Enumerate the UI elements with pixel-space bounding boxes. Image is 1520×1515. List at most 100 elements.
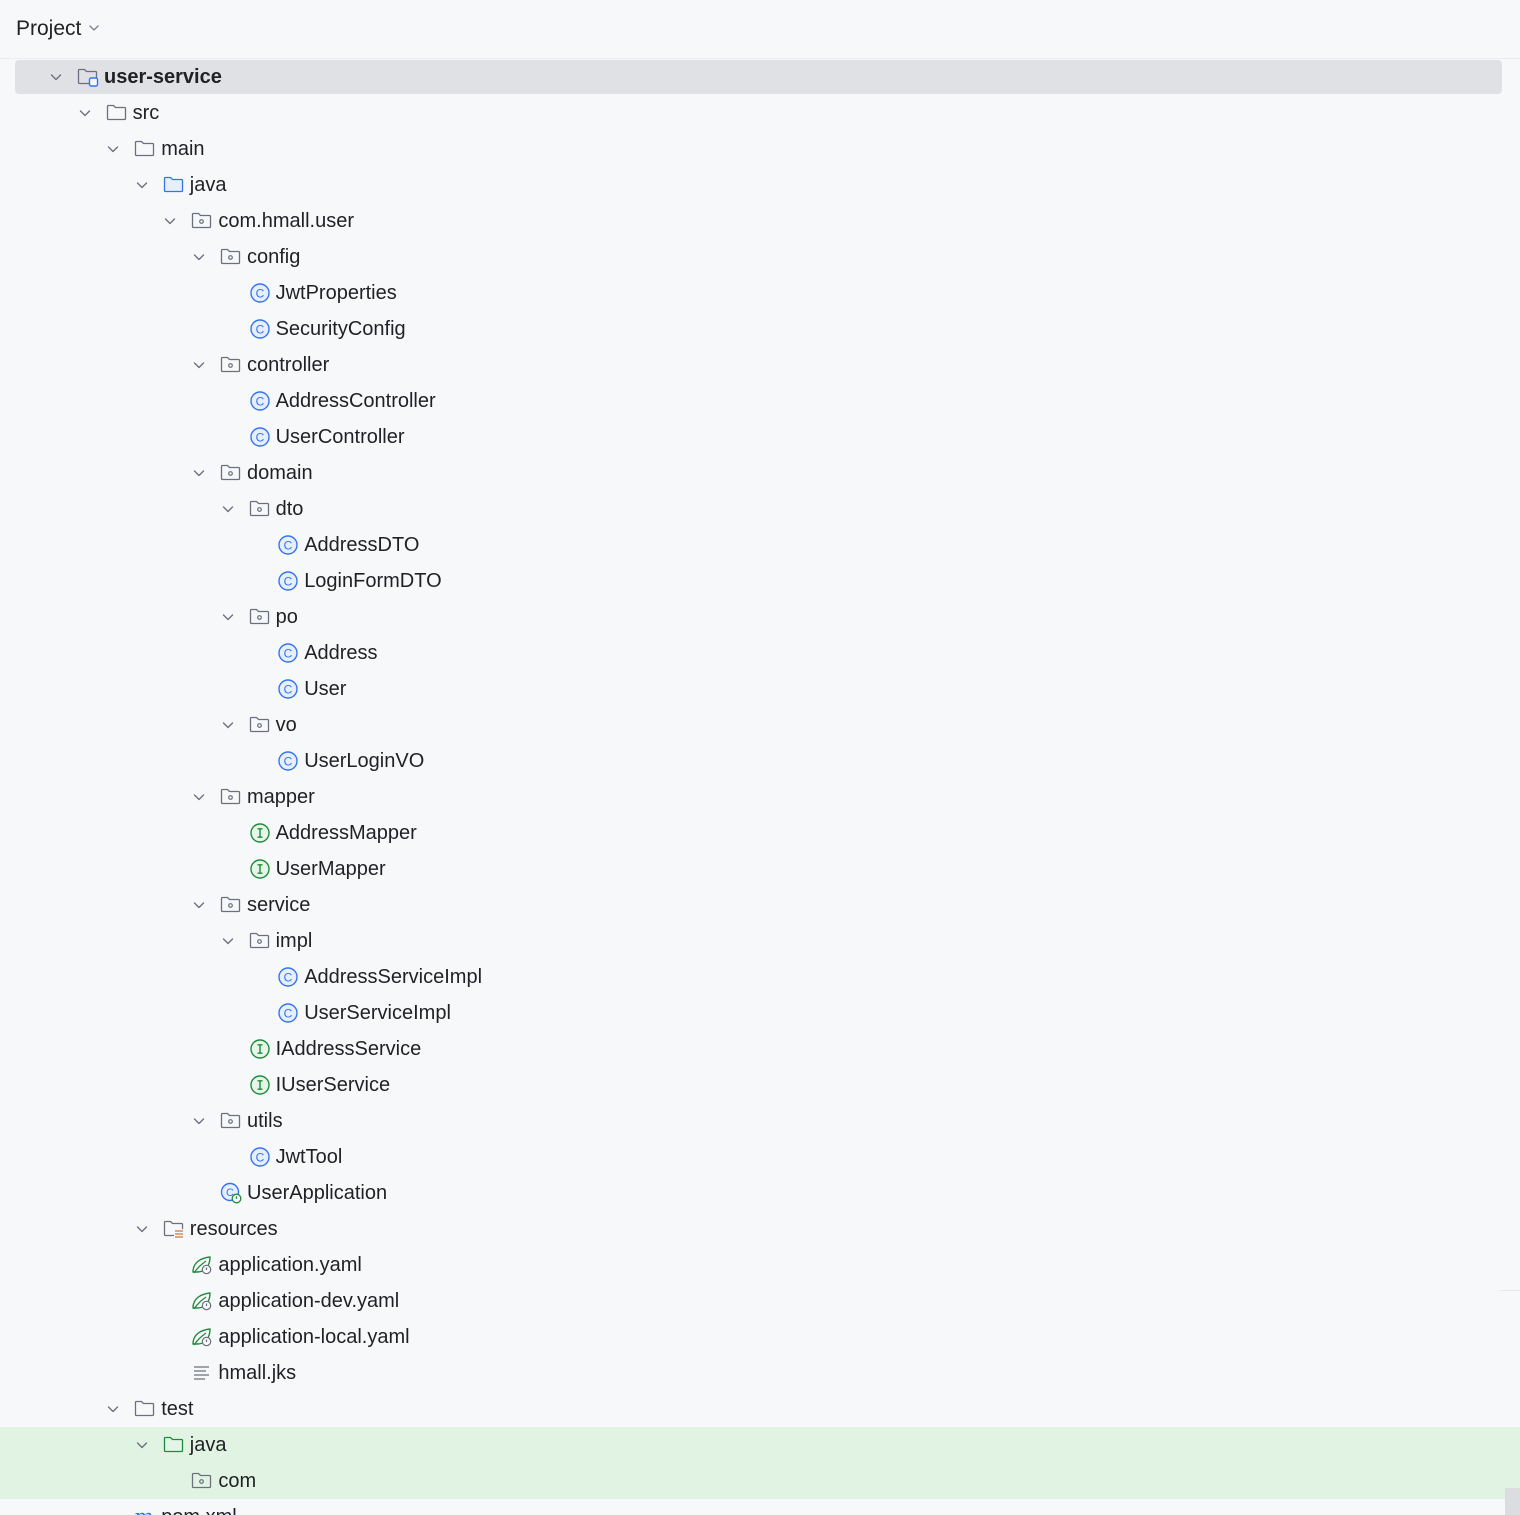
- chevron-down-icon[interactable]: [189, 787, 209, 807]
- spring-config-icon: [190, 1289, 214, 1313]
- resources-folder-icon: [162, 1217, 186, 1241]
- chevron-down-icon[interactable]: [218, 607, 238, 627]
- tree-row[interactable]: mpom.xml: [0, 1499, 1520, 1515]
- svg-text:C: C: [284, 574, 293, 588]
- vertical-scrollbar[interactable]: [1505, 1488, 1520, 1515]
- package-icon: [248, 605, 272, 629]
- tree-item-label: UserServiceImpl: [304, 1002, 451, 1024]
- svg-text:C: C: [284, 970, 293, 984]
- tree-row[interactable]: config: [0, 239, 1520, 275]
- tree-row[interactable]: user-service: [0, 59, 1520, 95]
- tree-row[interactable]: java: [0, 1427, 1520, 1463]
- tree-row[interactable]: hmall.jks: [0, 1355, 1520, 1391]
- chevron-down-icon[interactable]: [218, 715, 238, 735]
- tree-item-label: application-dev.yaml: [218, 1290, 400, 1312]
- tree-item-label: IUserService: [275, 1074, 391, 1096]
- chevron-down-icon[interactable]: [132, 175, 152, 195]
- class-icon: C: [276, 641, 300, 665]
- chevron-down-icon[interactable]: [189, 895, 209, 915]
- tree-row[interactable]: domain: [0, 455, 1520, 491]
- tree-item-label: controller: [247, 354, 330, 376]
- tree-row[interactable]: IUserService: [0, 1067, 1520, 1103]
- tree-item-label: AddressController: [275, 390, 436, 412]
- tree-row[interactable]: utils: [0, 1103, 1520, 1139]
- tree-row[interactable]: vo: [0, 707, 1520, 743]
- tree-row[interactable]: com.hmall.user: [0, 203, 1520, 239]
- tree-item-label: AddressDTO: [304, 534, 420, 556]
- tree-item-label: user-service: [104, 66, 222, 88]
- chevron-down-icon[interactable]: [46, 67, 66, 87]
- class-icon: C: [276, 533, 300, 557]
- tree-row[interactable]: application.yaml: [0, 1247, 1520, 1283]
- tree-item-label: main: [161, 138, 205, 160]
- tree-item-label: application-local.yaml: [218, 1326, 410, 1348]
- header-title: Project: [16, 17, 82, 40]
- chevron-down-icon[interactable]: [189, 463, 209, 483]
- package-icon: [190, 1469, 214, 1493]
- tree-row[interactable]: mapper: [0, 779, 1520, 815]
- class-icon: C: [248, 425, 272, 449]
- tree-item-label: java: [189, 174, 227, 196]
- svg-text:C: C: [226, 1187, 234, 1199]
- tree-row[interactable]: IAddressService: [0, 1031, 1520, 1067]
- chevron-down-icon[interactable]: [103, 1399, 123, 1419]
- tree-row[interactable]: main: [0, 131, 1520, 167]
- maven-icon: m: [133, 1505, 157, 1515]
- package-icon: [219, 785, 243, 809]
- tree-row[interactable]: resources: [0, 1211, 1520, 1247]
- tree-row[interactable]: service: [0, 887, 1520, 923]
- tree-row[interactable]: UserMapper: [0, 851, 1520, 887]
- tree-item-label: config: [247, 246, 301, 268]
- tree-item-label: resources: [189, 1218, 278, 1240]
- chevron-down-icon[interactable]: [189, 355, 209, 375]
- chevron-down-icon[interactable]: [132, 1219, 152, 1239]
- tree-row[interactable]: po: [0, 599, 1520, 635]
- tree-row[interactable]: test: [0, 1391, 1520, 1427]
- chevron-down-icon[interactable]: [218, 499, 238, 519]
- chevron-down-icon[interactable]: [103, 139, 123, 159]
- tree-item-label: mapper: [247, 786, 315, 808]
- class-icon: C: [248, 389, 272, 413]
- tree-row[interactable]: com: [0, 1463, 1520, 1499]
- tree-row[interactable]: C UserApplication: [0, 1175, 1520, 1211]
- chevron-down-icon[interactable]: [189, 247, 209, 267]
- tree-item-label: UserController: [275, 426, 405, 448]
- tree-row[interactable]: controller: [0, 347, 1520, 383]
- chevron-down-icon[interactable]: [132, 1435, 152, 1455]
- tree-row[interactable]: src: [0, 95, 1520, 131]
- chevron-down-icon[interactable]: [75, 103, 95, 123]
- tool-window-header: Project: [0, 0, 1520, 59]
- chevron-down-icon[interactable]: [160, 211, 180, 231]
- project-view-selector[interactable]: Project: [16, 17, 101, 41]
- svg-text:C: C: [284, 682, 293, 696]
- tree-item-label: po: [275, 606, 298, 628]
- chevron-down-icon[interactable]: [218, 931, 238, 951]
- tree-row[interactable]: impl: [0, 923, 1520, 959]
- spring-boot-class-icon: C: [219, 1181, 243, 1205]
- tree-row[interactable]: dto: [0, 491, 1520, 527]
- tree-row[interactable]: C UserLoginVO: [0, 743, 1520, 779]
- tree-row[interactable]: java: [0, 167, 1520, 203]
- tree-item-label: UserApplication: [247, 1182, 388, 1204]
- tree-row[interactable]: C User: [0, 671, 1520, 707]
- tree-row[interactable]: AddressMapper: [0, 815, 1520, 851]
- tree-item-label: User: [304, 678, 347, 700]
- chevron-down-icon[interactable]: [189, 1111, 209, 1131]
- tree-row[interactable]: application-local.yaml: [0, 1319, 1520, 1355]
- tree-item-label: UserLoginVO: [304, 750, 425, 772]
- svg-text:C: C: [284, 754, 293, 768]
- class-icon: C: [248, 281, 272, 305]
- test-root-folder-icon: [162, 1433, 186, 1457]
- tree-row[interactable]: application-dev.yaml: [0, 1283, 1520, 1319]
- class-icon: C: [276, 1001, 300, 1025]
